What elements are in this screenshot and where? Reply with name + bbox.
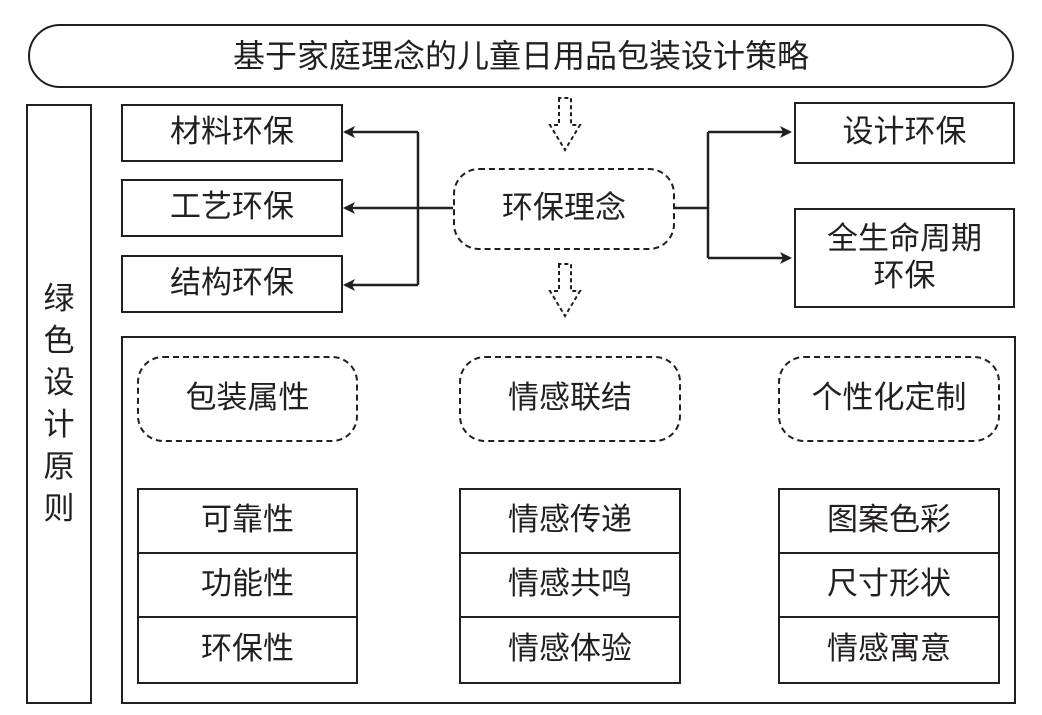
center-concept-label: 环保理念 [502, 190, 626, 227]
column-item: 情感传递 [459, 488, 681, 554]
column-item: 功能性 [137, 552, 358, 618]
column-item-label: 可靠性 [201, 502, 294, 539]
column-header-packaging-attributes: 包装属性 [137, 356, 358, 442]
right-branch-connectors [675, 126, 792, 264]
column-item: 情感寓意 [778, 616, 1000, 684]
column-header-personalization: 个性化定制 [778, 356, 1000, 442]
left-item-label: 结构环保 [170, 265, 294, 302]
vertical-char: 则 [43, 491, 75, 527]
column-item-label: 情感寓意 [827, 631, 951, 668]
vertical-char: 设 [43, 365, 75, 401]
column-header-label: 个性化定制 [811, 380, 967, 417]
column-header-label: 情感联结 [508, 380, 632, 417]
column-header-label: 包装属性 [185, 380, 310, 417]
column-item-label: 情感共鸣 [508, 566, 632, 603]
right-item-lifecycle: 全生命周期 环保 [794, 208, 1015, 308]
left-item-label: 工艺环保 [170, 189, 294, 226]
column-item-label: 图案色彩 [827, 502, 951, 539]
page-title: 基于家庭理念的儿童日用品包装设计策略 [28, 24, 1014, 88]
vertical-char: 计 [43, 407, 75, 443]
page-title-text: 基于家庭理念的儿童日用品包装设计策略 [232, 36, 809, 75]
column-item-label: 情感体验 [508, 631, 632, 668]
vertical-char: 原 [43, 449, 75, 485]
green-design-principle-label: 绿 色 设 计 原 则 [26, 104, 92, 704]
column-item: 情感体验 [459, 616, 681, 684]
hollow-arrow-bottom [548, 263, 582, 318]
vertical-char: 绿 [43, 281, 75, 317]
column-item: 环保性 [137, 616, 358, 684]
column-item-label: 功能性 [201, 566, 294, 603]
left-item-process: 工艺环保 [121, 179, 343, 237]
column-item-label: 尺寸形状 [827, 566, 951, 603]
left-item-materials: 材料环保 [121, 104, 343, 162]
right-item-design: 设计环保 [794, 102, 1015, 164]
vertical-char: 色 [43, 323, 75, 359]
hollow-arrow-top [548, 97, 582, 152]
left-item-structure: 结构环保 [121, 255, 343, 313]
right-item-label: 设计环保 [842, 114, 967, 151]
column-item: 情感共鸣 [459, 552, 681, 618]
left-item-label: 材料环保 [170, 114, 294, 151]
column-item: 可靠性 [137, 488, 358, 554]
column-item-label: 环保性 [201, 631, 294, 668]
column-header-emotional-connection: 情感联结 [459, 356, 681, 442]
column-item-label: 情感传递 [508, 502, 632, 539]
column-item: 图案色彩 [778, 488, 1000, 554]
right-item-label: 全生命周期 环保 [827, 220, 982, 294]
center-concept: 环保理念 [453, 168, 675, 250]
column-item: 尺寸形状 [778, 552, 1000, 618]
left-branch-connectors [343, 126, 453, 291]
